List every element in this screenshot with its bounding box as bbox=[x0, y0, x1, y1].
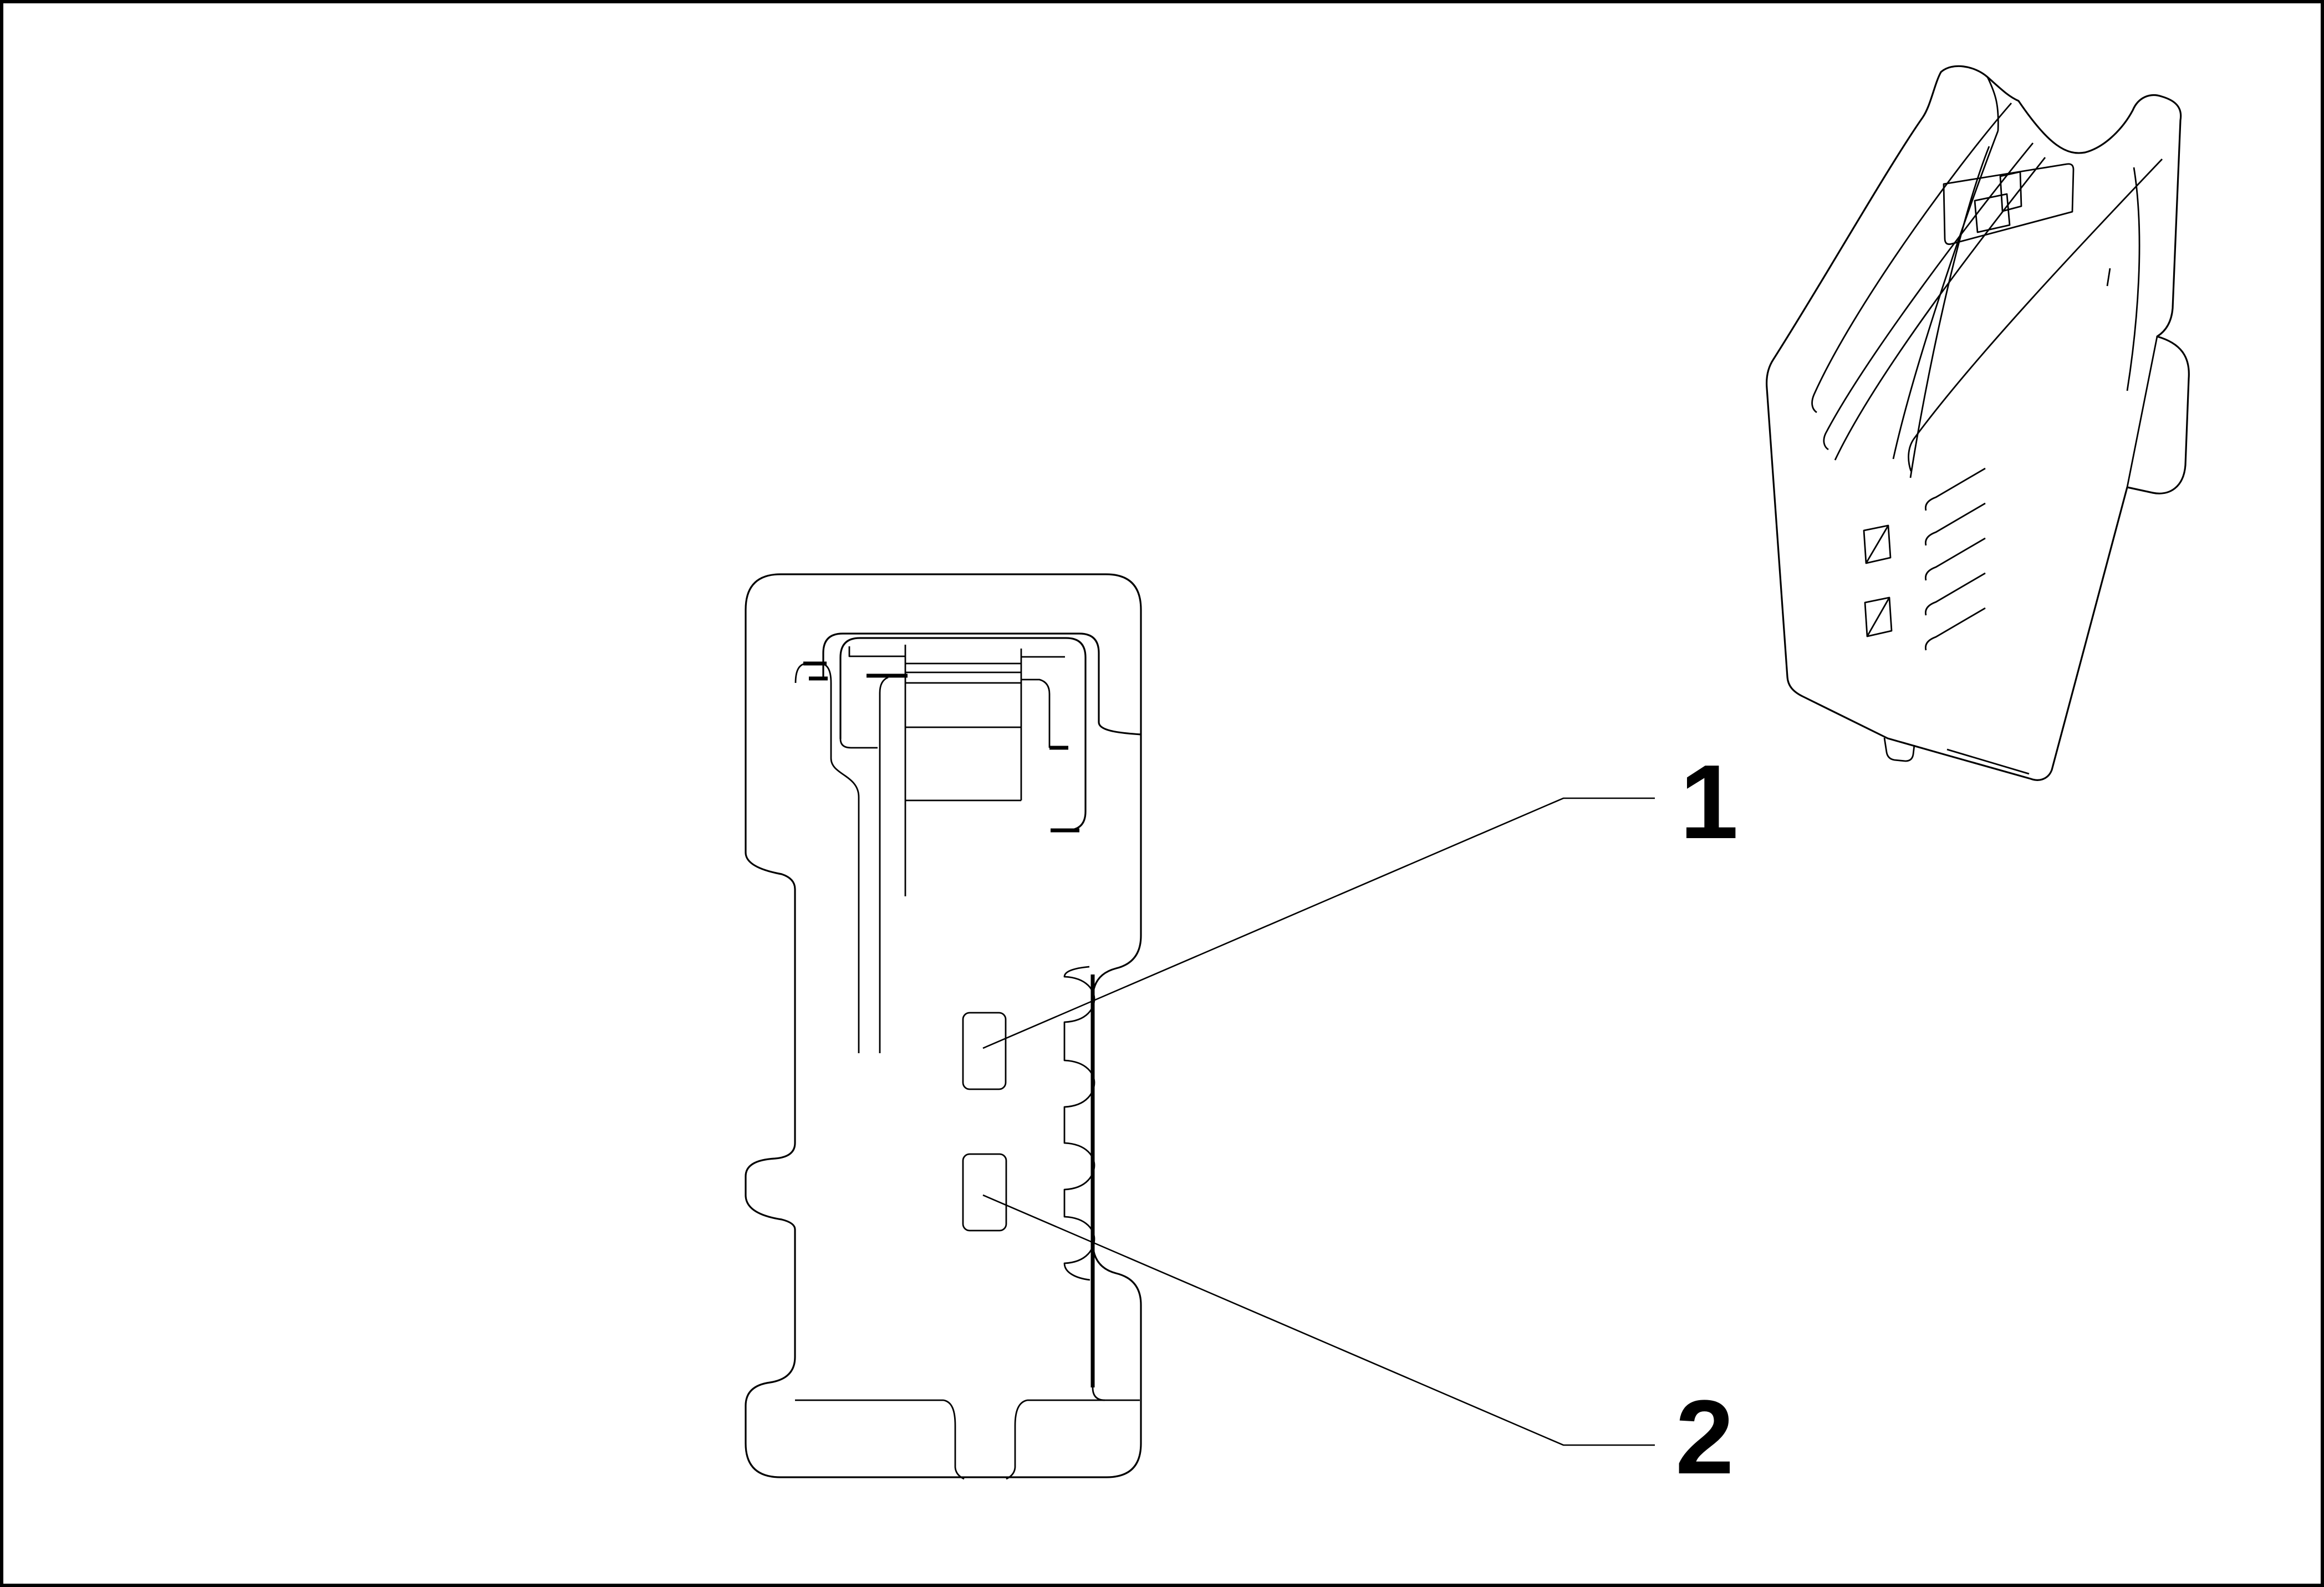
latch-detail bbox=[794, 645, 1068, 1053]
iso-keying-windows bbox=[1863, 524, 1893, 637]
scallop-wave bbox=[1063, 966, 1095, 1281]
cavity-floor bbox=[795, 1399, 1140, 1480]
iso-top-front-edge bbox=[1908, 159, 2163, 472]
iso-outline bbox=[1766, 65, 2190, 781]
isometric-view-drawing bbox=[1766, 65, 2190, 781]
iso-tab-body-edge bbox=[2126, 336, 2158, 488]
callout-2: 2 bbox=[982, 1194, 1734, 1496]
iso-horn-left-inner bbox=[1986, 76, 1999, 131]
callout-1: 1 bbox=[982, 743, 1739, 1049]
lock-shroud bbox=[822, 632, 1141, 736]
iso-bottom-foot bbox=[1883, 737, 1915, 762]
terminal-cavity-1 bbox=[962, 1012, 1007, 1090]
callout-1-label: 1 bbox=[1680, 743, 1739, 861]
latch-frame-bottom-left bbox=[839, 738, 878, 749]
front-view-drawing bbox=[745, 573, 1142, 1480]
iso-rib-slots bbox=[1925, 467, 1986, 651]
iso-face-edge-2 bbox=[1823, 142, 2034, 451]
iso-right-horn-inner bbox=[2126, 167, 2140, 391]
latch-frame bbox=[839, 637, 1087, 831]
iso-face-edge-1 bbox=[1811, 103, 2012, 414]
leader-line-2 bbox=[982, 1194, 1655, 1446]
inner-right-wall-corner bbox=[1092, 1387, 1105, 1401]
terminal-cavity-2 bbox=[962, 1153, 1007, 1232]
iso-latch-slab bbox=[1943, 163, 2075, 245]
callout-2-label: 2 bbox=[1675, 1379, 1734, 1496]
iso-face-dash bbox=[2106, 268, 2111, 287]
iso-bottom-inner-edge bbox=[1946, 748, 2030, 775]
iso-face-edge-3 bbox=[1834, 157, 2046, 461]
iso-ridge-edge-1 bbox=[1892, 130, 1999, 460]
leader-line-1 bbox=[982, 797, 1655, 1049]
housing-outline bbox=[745, 573, 1142, 1478]
